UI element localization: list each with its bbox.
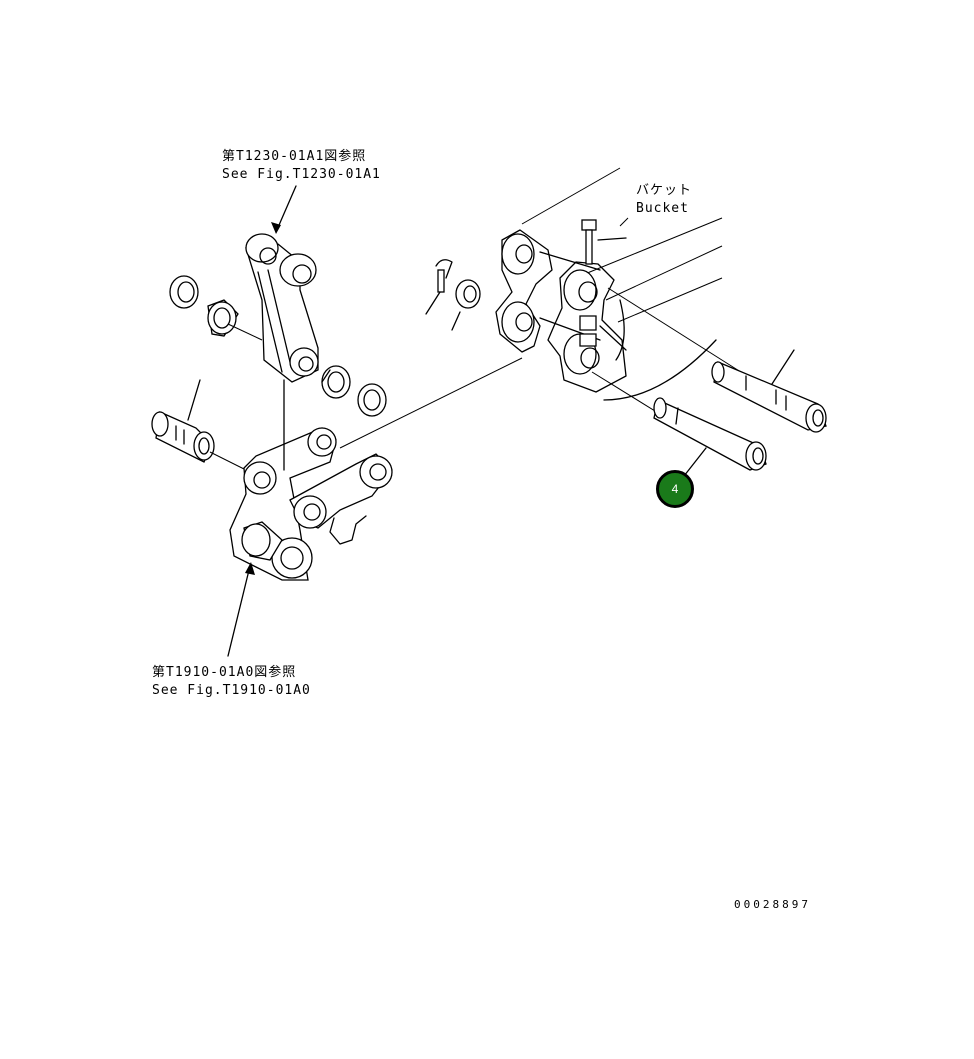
clip-ring: [425, 259, 481, 331]
pin-left: [151, 379, 247, 471]
bushing-right-upper: [321, 365, 351, 399]
upper-link: [245, 233, 319, 383]
bucket-label-jp: バケット: [636, 183, 693, 198]
lower-link: [229, 379, 393, 581]
top-reference-leader: [271, 185, 297, 234]
top-reference-jp: 第T1230-01A1図参照: [222, 149, 367, 164]
bottom-reference-jp: 第T1910-01A0図参照: [152, 665, 297, 680]
top-reference-en: See Fig.T1230-01A1: [222, 167, 381, 182]
seal-left-upper: [169, 275, 199, 309]
top-reference-label: 第T1230-01A1図参照 See Fig.T1230-01A1: [222, 148, 381, 184]
callout-4-number: 4: [671, 482, 679, 496]
bolt-assembly: [579, 219, 627, 351]
bottom-reference-en: See Fig.T1910-01A0: [152, 683, 311, 698]
bottom-reference-label: 第T1910-01A0図参照 See Fig.T1910-01A0: [152, 664, 311, 700]
bucket-label: バケット Bucket: [636, 182, 692, 218]
seal-right-upper: [357, 383, 387, 417]
callout-4[interactable]: 4: [656, 470, 694, 508]
bucket-leader: [619, 217, 629, 227]
bushing-left-upper: [207, 299, 263, 341]
bucket-bracket: [495, 229, 717, 401]
pin-4: [653, 397, 767, 477]
bottom-reference-leader: [227, 562, 255, 657]
bucket-label-en: Bucket: [636, 201, 689, 216]
pin-right-long: [711, 349, 827, 433]
alignment-lines: [339, 167, 745, 449]
drawing-number: 00028897: [734, 898, 811, 911]
